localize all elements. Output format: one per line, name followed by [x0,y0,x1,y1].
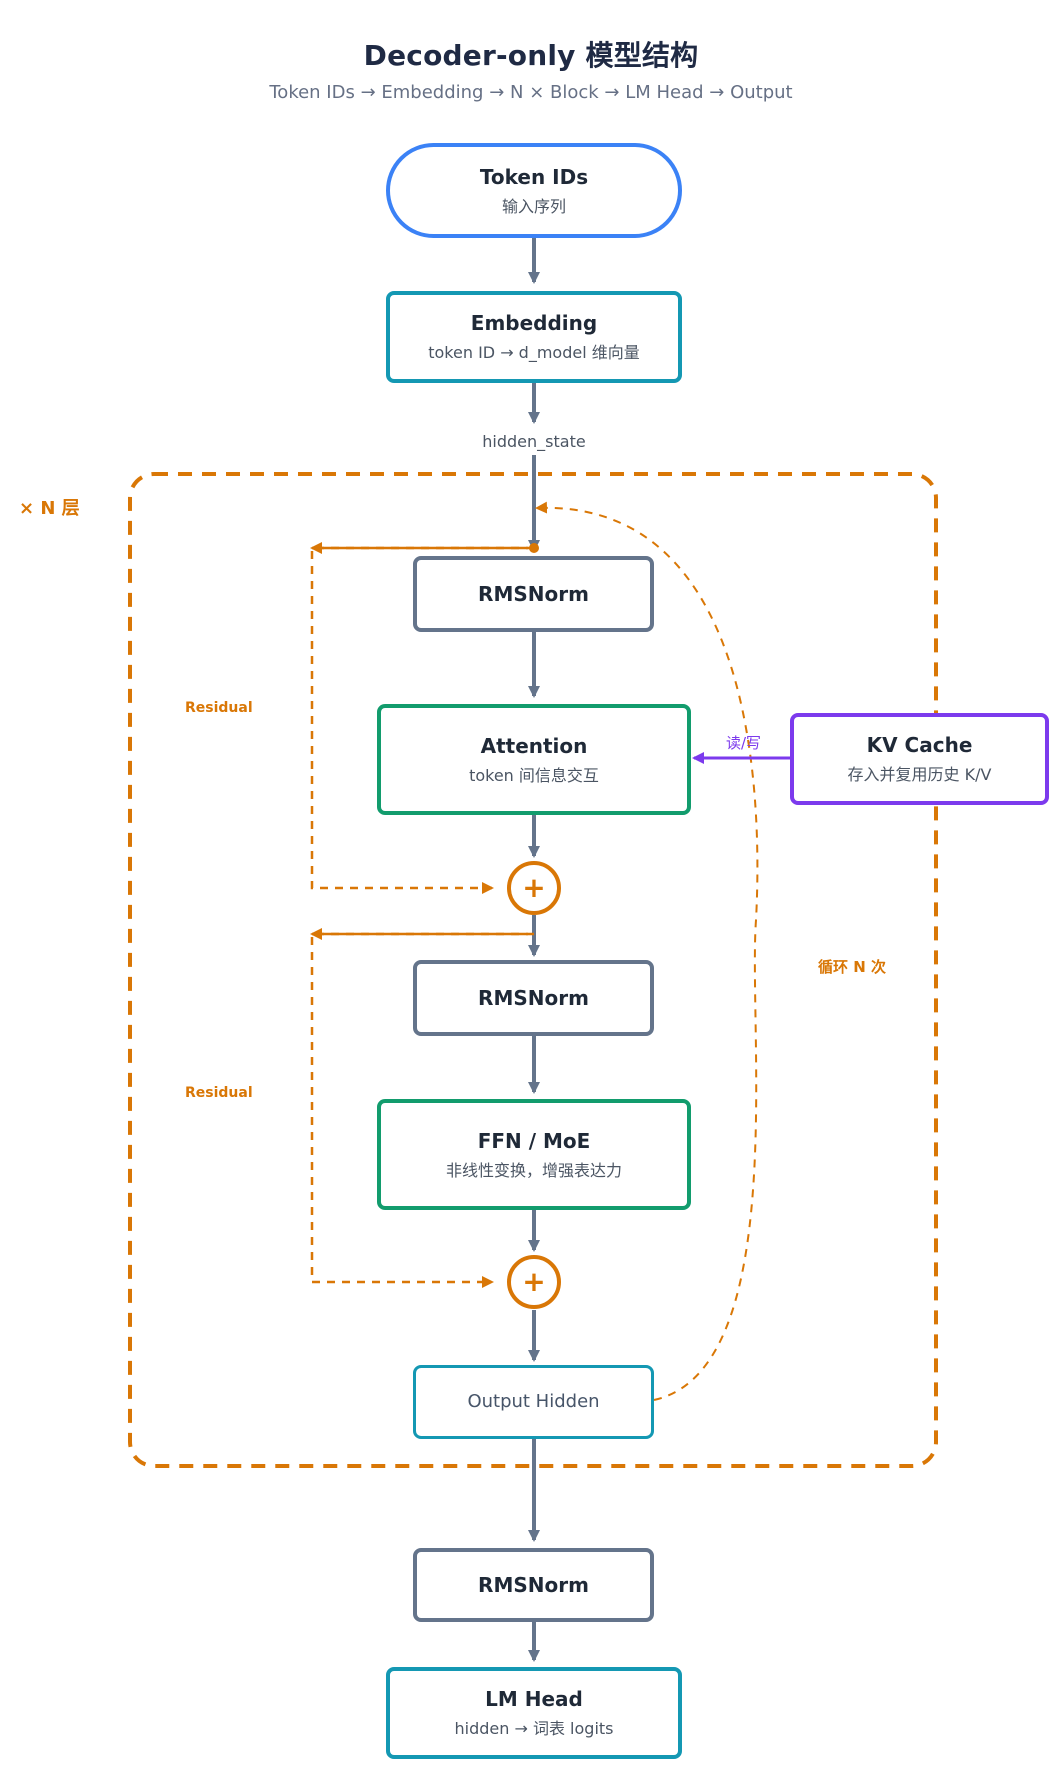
kv-cache-title: KV Cache [866,733,973,758]
attention-subtitle: token 间信息交互 [469,765,599,785]
final-rmsnorm-title: RMSNorm [478,1573,589,1597]
lm-head-subtitle: hidden → 词表 logits [454,1719,614,1739]
residual-dot [529,543,539,553]
attention-node: Attention token 间信息交互 [377,704,691,815]
embedding-title: Embedding [470,311,598,336]
token-ids-title: Token IDs [479,164,589,189]
residual-add-node-2: + [507,1255,561,1309]
embedding-subtitle: token ID → d_model 维向量 [428,343,640,363]
final-rmsnorm-node: RMSNorm [413,1548,654,1622]
residual-label-1: Residual [185,700,253,716]
kv-cache-node: KV Cache 存入并复用历史 K/V [790,713,1049,805]
embedding-node: Embedding token ID → d_model 维向量 [386,291,682,383]
lm-head-title: LM Head [485,1687,583,1712]
ffn-subtitle: 非线性变换，增强表达力 [445,1160,622,1180]
rmsnorm-node-2: RMSNorm [413,960,654,1036]
kv-read-write-label: 读/写 [726,734,762,752]
attention-title: Attention [480,733,588,758]
output-hidden-title: Output Hidden [467,1391,600,1413]
ffn-title: FFN / MoE [477,1128,591,1153]
hidden-state-label: hidden_state [482,432,586,451]
page-title: Decoder-only 模型结构 [363,39,699,72]
token-ids-subtitle: 输入序列 [501,196,566,216]
page-subtitle: Token IDs → Embedding → N × Block → LM H… [269,82,793,103]
rmsnorm-1-title: RMSNorm [478,582,589,606]
token-ids-node: Token IDs 输入序列 [386,143,682,238]
ffn-node: FFN / MoE 非线性变换，增强表达力 [377,1099,691,1210]
rmsnorm-2-title: RMSNorm [478,986,589,1010]
loop-label: 循环 N 次 [818,958,886,976]
lm-head-node: LM Head hidden → 词表 logits [386,1667,682,1759]
rmsnorm-node-1: RMSNorm [413,556,654,632]
block-repeat-label: × N 层 [19,498,80,519]
kv-cache-subtitle: 存入并复用历史 K/V [847,765,992,785]
residual-label-2: Residual [185,1085,253,1101]
residual-add-node-1: + [507,861,561,915]
loop-back-curve [535,501,759,1401]
output-hidden-node: Output Hidden [413,1365,654,1439]
